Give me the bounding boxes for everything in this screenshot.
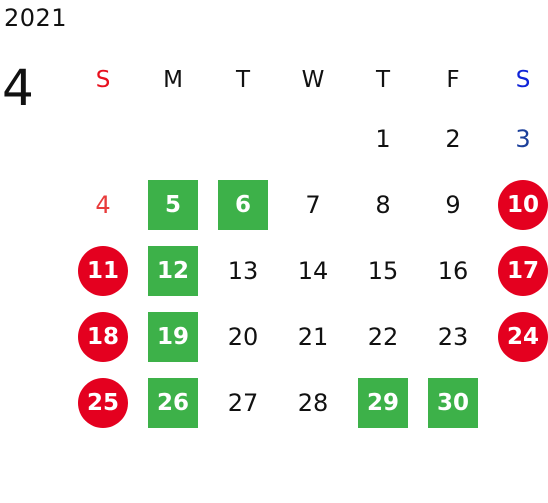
- weekday-header-tuesday: T: [235, 66, 251, 93]
- day-cell: 7: [278, 172, 348, 238]
- highlighted-day-badge[interactable]: 29: [358, 378, 408, 428]
- day-number[interactable]: 27: [227, 389, 259, 417]
- day-number[interactable]: 2: [445, 125, 461, 153]
- day-number[interactable]: 7: [305, 191, 321, 219]
- day-cell: 15: [348, 238, 418, 304]
- holiday-day-badge[interactable]: 17: [498, 246, 548, 296]
- holiday-day-badge[interactable]: 11: [78, 246, 128, 296]
- day-number[interactable]: 1: [375, 125, 391, 153]
- day-number[interactable]: 28: [297, 389, 329, 417]
- empty-day-cell: [278, 106, 348, 172]
- day-cell: 5: [138, 172, 208, 238]
- year-label: 2021: [4, 4, 68, 32]
- weekday-header-friday: F: [446, 66, 460, 93]
- highlighted-day-badge[interactable]: 30: [428, 378, 478, 428]
- day-cell: 30: [418, 370, 488, 436]
- day-cell: 27: [208, 370, 278, 436]
- day-cell: 25: [68, 370, 138, 436]
- day-cell: 2: [418, 106, 488, 172]
- empty-day-cell: [488, 370, 548, 436]
- empty-day-cell: [138, 106, 208, 172]
- day-cell: 16: [418, 238, 488, 304]
- day-number[interactable]: 15: [367, 257, 399, 285]
- highlighted-day-badge[interactable]: 19: [148, 312, 198, 362]
- day-cell: 9: [418, 172, 488, 238]
- empty-day-cell: [208, 106, 278, 172]
- weekday-header-sunday: S: [95, 66, 111, 93]
- day-number[interactable]: 21: [297, 323, 329, 351]
- day-cell: 24: [488, 304, 548, 370]
- day-cell: 10: [488, 172, 548, 238]
- day-cell: 14: [278, 238, 348, 304]
- day-cell: 3: [488, 106, 548, 172]
- highlighted-day-badge[interactable]: 26: [148, 378, 198, 428]
- day-cell: 22: [348, 304, 418, 370]
- day-cell: 4: [68, 172, 138, 238]
- holiday-day-badge[interactable]: 18: [78, 312, 128, 362]
- day-cell: 23: [418, 304, 488, 370]
- day-cell: 19: [138, 304, 208, 370]
- weekday-header-wednesday: W: [301, 66, 325, 93]
- day-cell: 26: [138, 370, 208, 436]
- day-number[interactable]: 8: [375, 191, 391, 219]
- highlighted-day-badge[interactable]: 6: [218, 180, 268, 230]
- day-number[interactable]: 9: [445, 191, 461, 219]
- day-cell: 1: [348, 106, 418, 172]
- day-number[interactable]: 23: [437, 323, 469, 351]
- day-cell: 29: [348, 370, 418, 436]
- day-number[interactable]: 13: [227, 257, 259, 285]
- day-cell: 11: [68, 238, 138, 304]
- holiday-day-badge[interactable]: 10: [498, 180, 548, 230]
- day-cell: 20: [208, 304, 278, 370]
- holiday-day-badge[interactable]: 24: [498, 312, 548, 362]
- month-label: 4: [2, 59, 34, 117]
- weekday-header-monday: M: [163, 66, 183, 93]
- day-cell: 18: [68, 304, 138, 370]
- weekday-header-saturday: S: [515, 66, 531, 93]
- holiday-day-badge[interactable]: 25: [78, 378, 128, 428]
- highlighted-day-badge[interactable]: 5: [148, 180, 198, 230]
- empty-day-cell: [68, 106, 138, 172]
- day-cell: 12: [138, 238, 208, 304]
- day-cell: 13: [208, 238, 278, 304]
- day-cell: 17: [488, 238, 548, 304]
- day-number[interactable]: 16: [437, 257, 469, 285]
- day-number[interactable]: 3: [515, 125, 531, 153]
- day-cell: 21: [278, 304, 348, 370]
- day-cell: 6: [208, 172, 278, 238]
- weekday-header-thursday: T: [375, 66, 391, 93]
- day-number[interactable]: 20: [227, 323, 259, 351]
- highlighted-day-badge[interactable]: 12: [148, 246, 198, 296]
- day-number[interactable]: 22: [367, 323, 399, 351]
- day-number[interactable]: 4: [95, 191, 111, 219]
- day-cell: 8: [348, 172, 418, 238]
- day-number[interactable]: 14: [297, 257, 329, 285]
- day-cell: 28: [278, 370, 348, 436]
